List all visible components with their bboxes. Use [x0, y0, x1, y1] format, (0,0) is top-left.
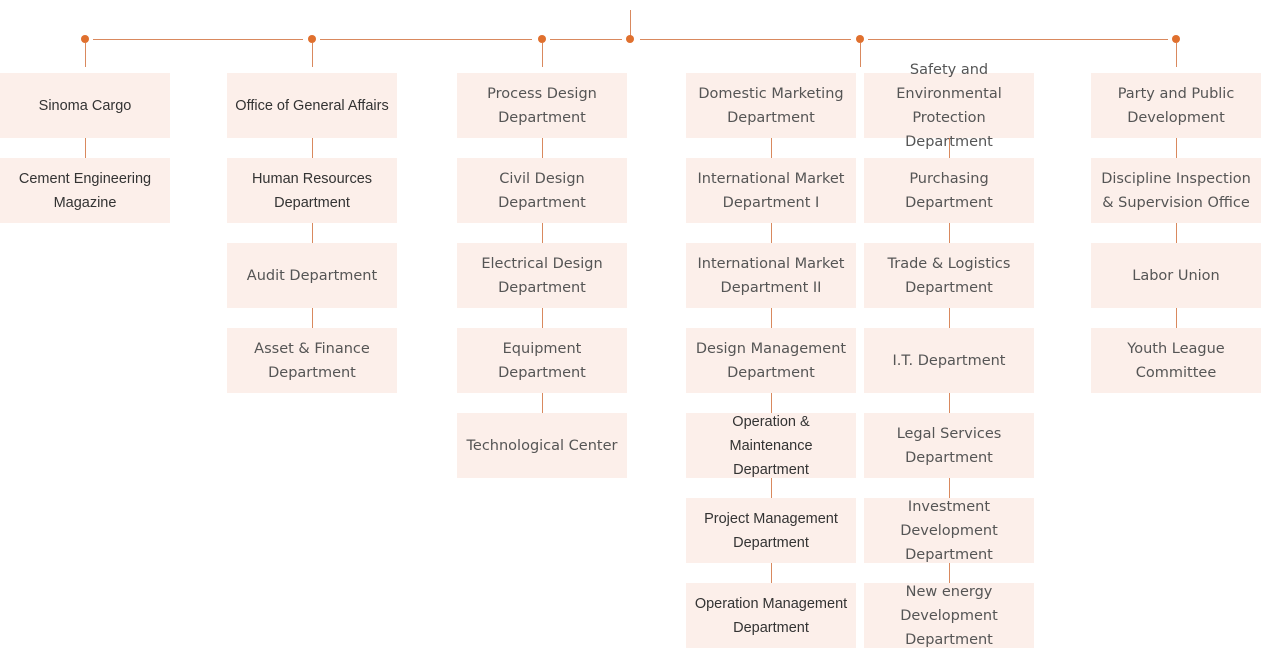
connector-line [949, 138, 950, 158]
drop-line [312, 43, 313, 67]
connector-line [949, 478, 950, 498]
dept-box: Labor Union [1091, 243, 1261, 308]
dept-box: Operation & Maintenance Department [686, 413, 856, 478]
trunk-dot [626, 35, 634, 43]
connector-line [771, 223, 772, 243]
branch-dot [538, 35, 546, 43]
connector-line [949, 223, 950, 243]
connector-line [312, 223, 313, 243]
drop-line [542, 43, 543, 67]
dept-box: Investment Development Department [864, 498, 1034, 563]
branch-dot [81, 35, 89, 43]
dept-box: Domestic Marketing Department [686, 73, 856, 138]
connector-line [542, 308, 543, 328]
dept-box: Project Management Department [686, 498, 856, 563]
trunk-line [630, 10, 631, 39]
connector-line [1176, 308, 1177, 328]
connector-line [1176, 223, 1177, 243]
dept-box: Equipment Department [457, 328, 627, 393]
connector-line [1176, 138, 1177, 158]
dept-box: Electrical Design Department [457, 243, 627, 308]
dept-box: International Market Department I [686, 158, 856, 223]
connector-line [771, 393, 772, 413]
connector-line [312, 138, 313, 158]
dept-box: Cement Engineering Magazine [0, 158, 170, 223]
dept-box: Party and Public Development [1091, 73, 1261, 138]
bus-line [868, 39, 1168, 40]
connector-line [312, 308, 313, 328]
dept-box: Discipline Inspection & Supervision Offi… [1091, 158, 1261, 223]
bus-line [93, 39, 303, 40]
bus-line [550, 39, 622, 40]
connector-line [949, 308, 950, 328]
dept-box: Process Design Department [457, 73, 627, 138]
dept-box: I.T. Department [864, 328, 1034, 393]
dept-box: New energy Development Department [864, 583, 1034, 648]
dept-box: Office of General Affairs [227, 73, 397, 138]
dept-box: Youth League Committee [1091, 328, 1261, 393]
connector-line [771, 138, 772, 158]
connector-line [949, 563, 950, 583]
drop-line [860, 43, 861, 67]
connector-line [85, 138, 86, 158]
dept-box: Sinoma Cargo [0, 73, 170, 138]
dept-box: Safety and Environmental Protection Depa… [864, 62, 1034, 150]
dept-box: Purchasing Department [864, 158, 1034, 223]
branch-dot [308, 35, 316, 43]
dept-box: Design Management Department [686, 328, 856, 393]
dept-box: Trade & Logistics Department [864, 243, 1034, 308]
connector-line [771, 563, 772, 583]
dept-box: Human Resources Department [227, 158, 397, 223]
dept-box: Legal Services Department [864, 413, 1034, 478]
branch-dot [856, 35, 864, 43]
connector-line [542, 223, 543, 243]
branch-dot [1172, 35, 1180, 43]
dept-box: Audit Department [227, 243, 397, 308]
connector-line [771, 308, 772, 328]
drop-line [1176, 43, 1177, 67]
dept-box: Asset & Finance Department [227, 328, 397, 393]
connector-line [542, 393, 543, 413]
bus-line [320, 39, 532, 40]
dept-box: Operation Management Department [686, 583, 856, 648]
connector-line [949, 393, 950, 413]
dept-box: Technological Center [457, 413, 627, 478]
connector-line [771, 478, 772, 498]
drop-line [85, 43, 86, 67]
connector-line [542, 138, 543, 158]
bus-line [640, 39, 851, 40]
dept-box: International Market Department II [686, 243, 856, 308]
dept-box: Civil Design Department [457, 158, 627, 223]
